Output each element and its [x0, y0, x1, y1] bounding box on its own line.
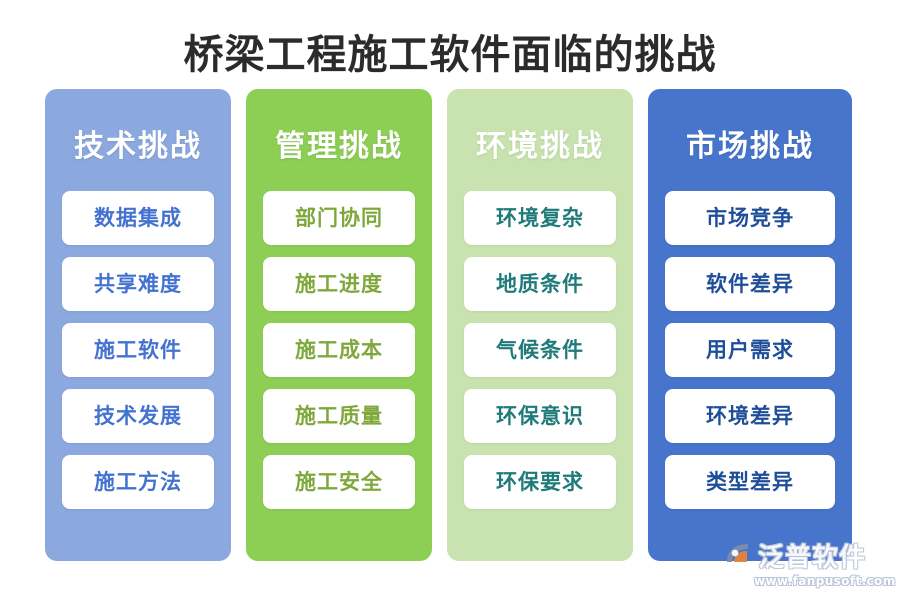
item-card[interactable]: 施工软件: [62, 323, 214, 377]
item-card[interactable]: 施工安全: [263, 455, 415, 509]
item-card[interactable]: 数据集成: [62, 191, 214, 245]
item-list-management: 部门协同 施工进度 施工成本 施工质量 施工安全: [263, 191, 415, 509]
item-card[interactable]: 气候条件: [464, 323, 616, 377]
fanpu-swoosh-logo-icon: [724, 540, 754, 570]
item-card[interactable]: 部门协同: [263, 191, 415, 245]
column-technology[interactable]: 技术挑战 数据集成 共享难度 施工软件 技术发展 施工方法: [45, 89, 231, 561]
item-card[interactable]: 类型差异: [665, 455, 835, 509]
item-card[interactable]: 环保意识: [464, 389, 616, 443]
column-market[interactable]: 市场挑战 市场竞争 软件差异 用户需求 环境差异 类型差异: [648, 89, 852, 561]
page-title: 桥梁工程施工软件面临的挑战: [183, 31, 717, 78]
item-card[interactable]: 施工质量: [263, 389, 415, 443]
column-environment[interactable]: 环境挑战 环境复杂 地质条件 气候条件 环保意识 环保要求: [447, 89, 633, 561]
item-card[interactable]: 施工成本: [263, 323, 415, 377]
item-list-technology: 数据集成 共享难度 施工软件 技术发展 施工方法: [62, 191, 214, 509]
item-card[interactable]: 环保要求: [464, 455, 616, 509]
column-header-management: 管理挑战: [275, 129, 403, 164]
watermark-logo: 泛普软件 www.fanpusoft.com: [724, 536, 895, 588]
watermark-row: 泛普软件: [724, 537, 866, 574]
column-header-technology: 技术挑战: [74, 129, 202, 164]
item-card[interactable]: 软件差异: [665, 257, 835, 311]
item-card[interactable]: 市场竞争: [665, 191, 835, 245]
item-card[interactable]: 环境复杂: [464, 191, 616, 245]
column-header-market: 市场挑战: [686, 129, 814, 164]
item-card[interactable]: 施工方法: [62, 455, 214, 509]
item-card[interactable]: 环境差异: [665, 389, 835, 443]
watermark-brand: 泛普软件: [758, 542, 867, 573]
column-management[interactable]: 管理挑战 部门协同 施工进度 施工成本 施工质量 施工安全: [246, 89, 432, 561]
item-card[interactable]: 施工进度: [263, 257, 415, 311]
item-card[interactable]: 地质条件: [464, 257, 616, 311]
challenge-columns: 技术挑战 数据集成 共享难度 施工软件 技术发展 施工方法 管理挑战 部门协同 …: [45, 89, 858, 561]
item-list-market: 市场竞争 软件差异 用户需求 环境差异 类型差异: [665, 191, 835, 509]
item-card[interactable]: 用户需求: [665, 323, 835, 377]
column-header-environment: 环境挑战: [476, 129, 604, 164]
item-card[interactable]: 共享难度: [62, 257, 214, 311]
item-card[interactable]: 技术发展: [62, 389, 214, 443]
item-list-environment: 环境复杂 地质条件 气候条件 环保意识 环保要求: [464, 191, 616, 509]
watermark-url: www.fanpusoft.com: [754, 573, 896, 588]
